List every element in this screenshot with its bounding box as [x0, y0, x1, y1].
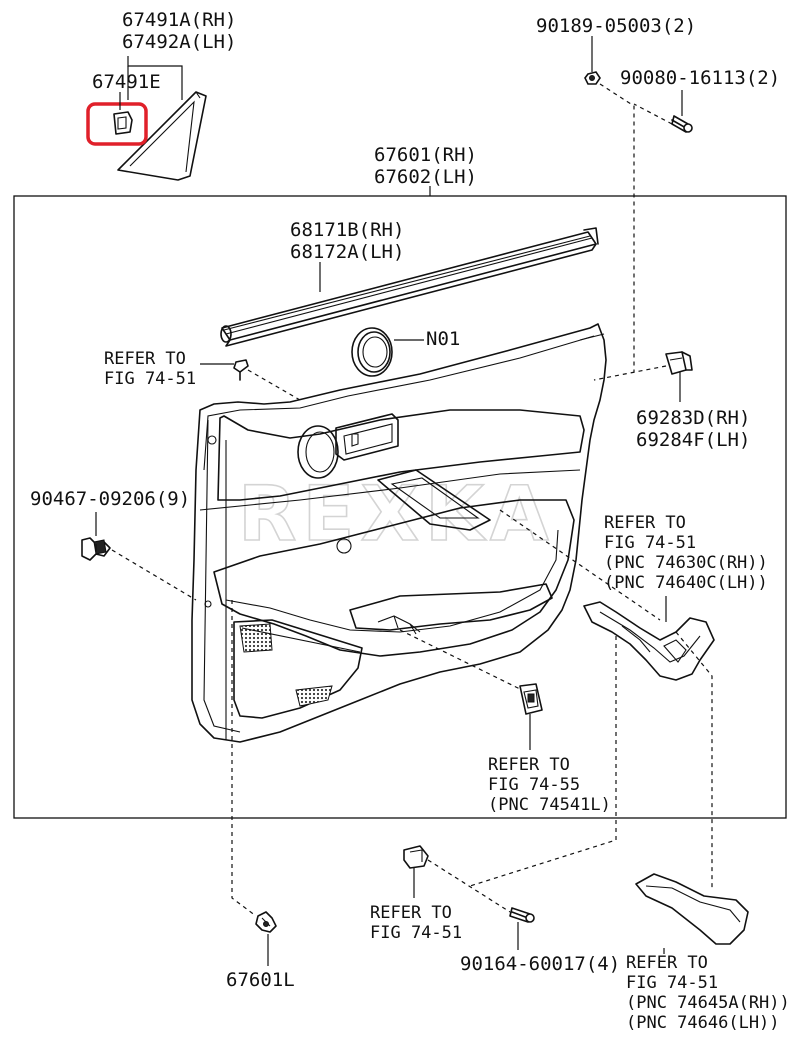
screw-90080	[671, 115, 693, 133]
label-68171b: 68171B(RH)	[290, 219, 404, 241]
nut-90189	[584, 71, 601, 85]
watermark-text: REXKA	[238, 469, 555, 558]
mirror-corner-cover	[117, 91, 207, 181]
door-trim-panel	[191, 323, 607, 743]
label-67492a: 67492A(LH)	[122, 31, 236, 53]
clip-67491e	[113, 111, 133, 135]
highlight-box-67491e	[86, 102, 148, 146]
label-90467: 90467-09206(9)	[30, 488, 190, 510]
label-refer-74630-line3: (PNC 74630C(RH))	[604, 553, 768, 573]
label-refer-74-51-a-line1: REFER TO	[104, 349, 186, 369]
switch-74541l	[519, 683, 543, 715]
clip-refer-74-51-a	[233, 359, 249, 381]
label-refer-74630-line1: REFER TO	[604, 513, 686, 533]
label-67601l: 67601L	[226, 969, 295, 991]
label-refer-74-55-line2: FIG 74-55	[488, 775, 580, 795]
label-67491a: 67491A(RH)	[122, 9, 236, 31]
label-90164: 90164-60017(4)	[460, 953, 620, 975]
label-refer-74630-line2: FIG 74-51	[604, 533, 696, 553]
label-90189: 90189-05003(2)	[536, 15, 696, 37]
screw-90164	[509, 907, 535, 923]
label-refer-74645-line2: FIG 74-51	[626, 973, 718, 993]
label-refer-74-55-line3: (PNC 74541L)	[488, 795, 611, 815]
label-refer-74630-line4: (PNC 74640C(LH))	[604, 573, 768, 593]
label-refer-74-51-a-line2: FIG 74-51	[104, 369, 196, 389]
label-69283d: 69283D(RH)	[636, 407, 750, 429]
clip-67601l	[255, 911, 277, 933]
label-90080: 90080-16113(2)	[620, 67, 780, 89]
pull-handle-74645a	[635, 873, 749, 945]
label-67602: 67602(LH)	[374, 166, 477, 188]
armrest-base-74630c	[583, 601, 715, 681]
label-refer-74-51-b-line1: REFER TO	[370, 903, 452, 923]
label-refer-74645-line4: (PNC 74646(LH))	[626, 1013, 780, 1033]
bracket-69283d	[665, 351, 693, 375]
speaker-grille-n01	[351, 327, 393, 377]
label-69284f: 69284F(LH)	[636, 429, 750, 451]
label-refer-74645-line3: (PNC 74645A(RH))	[626, 993, 790, 1013]
weatherstrip-68171b	[220, 227, 599, 347]
label-67491e: 67491E	[92, 71, 161, 93]
clip-refer-74-51-b	[403, 845, 429, 869]
label-refer-74-55-line1: REFER TO	[488, 755, 570, 775]
clip-90467	[81, 537, 111, 561]
label-68172a: 68172A(LH)	[290, 241, 404, 263]
label-refer-74645-line1: REFER TO	[626, 953, 708, 973]
assembly-frame	[13, 195, 787, 819]
label-refer-74-51-b-line2: FIG 74-51	[370, 923, 462, 943]
label-67601: 67601(RH)	[374, 144, 477, 166]
label-n01: N01	[426, 328, 460, 350]
